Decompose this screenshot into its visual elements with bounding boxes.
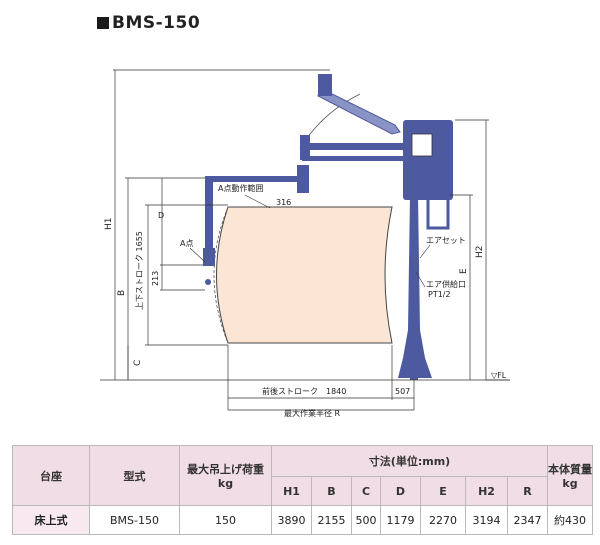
label-point-a: A点 <box>180 239 193 248</box>
header-dim-c: C <box>351 476 381 506</box>
reach-arc-side <box>213 206 229 344</box>
cell-b: 2155 <box>311 505 352 535</box>
label-air-set: エアセット <box>426 236 466 245</box>
cell-model: BMS-150 <box>89 505 180 535</box>
label-h1: H1 <box>104 218 114 231</box>
dimension-drawing: A点動作範囲 316 A点 D 213 B 上下ストローク 1655 H1 C … <box>100 69 510 418</box>
title-square-icon <box>97 17 109 29</box>
label-c: C <box>133 360 143 366</box>
table-row: 床上式 BMS-150 150 3890 2155 500 1179 2270 … <box>12 505 594 535</box>
header-mass-text: 本体質量 <box>548 463 593 476</box>
cell-h2: 3194 <box>465 505 508 535</box>
label-area: A点動作範囲 <box>218 183 263 193</box>
cell-base: 床上式 <box>12 505 90 535</box>
label-b: B <box>117 290 127 296</box>
label-h2: H2 <box>475 246 485 259</box>
label-air-inlet: エア供給口 <box>426 279 466 289</box>
point-a <box>205 279 211 285</box>
cell-e: 2270 <box>420 505 466 535</box>
cell-h1: 3890 <box>271 505 312 535</box>
air-set <box>426 196 450 230</box>
header-dim-r: R <box>506 476 549 506</box>
lower-arm <box>205 176 305 182</box>
title-text: BMS-150 <box>112 13 201 33</box>
air-inlet <box>410 264 418 272</box>
label-213: 213 <box>151 271 160 286</box>
raised-tool <box>318 74 332 96</box>
header-dim-h1: H1 <box>271 476 312 506</box>
header-load-text: 最大吊上げ荷重 <box>187 463 264 476</box>
cell-r: 2347 <box>506 505 549 535</box>
header-model: 型式 <box>89 445 180 506</box>
label-d: D <box>158 211 164 220</box>
machine-column <box>410 195 418 380</box>
upper-arm <box>300 143 406 150</box>
label-radius: 最大作業半径 R <box>284 408 341 418</box>
label-fl: ▽FL <box>491 371 507 380</box>
cell-c: 500 <box>351 505 381 535</box>
header-dim-d: D <box>380 476 421 506</box>
work-area <box>216 206 393 344</box>
label-316: 316 <box>276 198 291 207</box>
header-dims: 寸法(単位:mm) <box>270 445 549 477</box>
label-stroke-v: 上下ストローク 1655 <box>135 231 144 310</box>
drop-arm <box>205 178 213 250</box>
tool-head <box>203 248 215 266</box>
label-e: E <box>459 268 469 274</box>
header-dim-h2: H2 <box>465 476 508 506</box>
lower-joint <box>297 165 309 193</box>
header-mass-unit: kg <box>562 477 578 490</box>
machine-head-window <box>411 133 433 157</box>
page-title: BMS-150 <box>97 13 200 33</box>
upper-arm-joint <box>300 135 310 160</box>
header-load-unit: kg <box>217 477 234 490</box>
machine-head <box>403 120 453 200</box>
cell-mass: 約430 <box>547 505 594 535</box>
cell-d: 1179 <box>380 505 421 535</box>
label-pt: PT1/2 <box>428 290 451 299</box>
header-dim-e: E <box>420 476 466 506</box>
label-stroke-h: 前後ストローク 1840 <box>262 386 346 396</box>
header-dim-b: B <box>311 476 352 506</box>
upper-link <box>302 156 406 161</box>
label-507: 507 <box>395 387 410 396</box>
cell-load: 150 <box>179 505 272 535</box>
header-base: 台座 <box>12 445 90 506</box>
